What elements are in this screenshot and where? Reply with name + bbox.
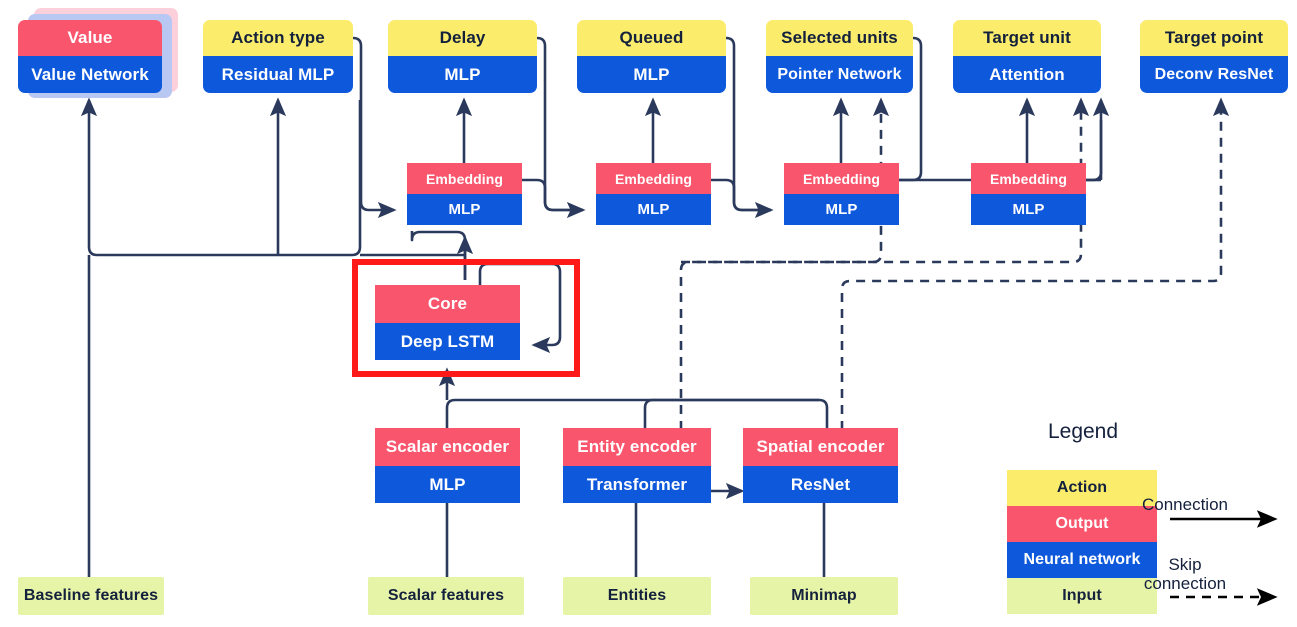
head-target-unit[interactable]: Target unit Attention [953,20,1101,93]
embedding-queued-network: MLP [596,194,711,225]
scalar-encoder-label: Scalar encoder [375,428,520,466]
wire-embedding-queued-to-embedding-selected [711,178,771,212]
legend-skip-line-2: connection [1143,574,1227,594]
core-label: Core [375,285,520,323]
scalar-encoder[interactable]: Scalar encoder MLP [375,428,520,503]
value-head-stack: Value Value Network [18,8,178,98]
head-target-unit-label: Target unit [953,20,1101,56]
input-minimap[interactable]: Minimap [750,577,898,615]
legend-connection-label: Connection [1141,495,1228,514]
head-target-point[interactable]: Target point Deconv ResNet [1140,20,1288,93]
input-entities[interactable]: Entities [563,577,711,615]
head-action-type-label: Action type [203,20,353,56]
entity-encoder-network: Transformer [563,466,711,503]
core-highlight-box [352,259,580,377]
embedding-target-unit[interactable]: Embedding MLP [971,163,1086,225]
embedding-queued-label: Embedding [596,163,711,194]
entity-encoder[interactable]: Entity encoder Transformer [563,428,711,503]
scalar-encoder-network: MLP [375,466,520,503]
wire-core-left-bus [80,97,352,257]
head-delay-network: MLP [388,56,537,93]
entity-encoder-label: Entity encoder [563,428,711,466]
legend-swatches: Action Output Neural network Input [1007,470,1157,614]
wire-queued-to-embedding-selected [725,36,774,219]
head-queued-label: Queued [577,20,726,56]
skip-spatial-encoder-to-deconv-resnet [840,97,1230,430]
head-value-label: Value [18,20,162,56]
embedding-delay-label: Embedding [407,163,522,194]
legend-skip-line-1: Skip [1168,555,1202,574]
spatial-encoder-network: ResNet [743,466,898,503]
input-baseline-features[interactable]: Baseline features [18,577,164,615]
skip-entity-encoder-to-pointer-network [679,97,1090,430]
embedding-delay[interactable]: Embedding MLP [407,163,522,225]
head-action-type[interactable]: Action type Residual MLP [203,20,353,93]
legend-arrow-samples [1170,510,1278,606]
head-value[interactable]: Value Value Network [18,20,162,93]
legend-title: Legend [1047,420,1119,443]
core-network: Deep LSTM [375,323,520,360]
head-selected-units-network: Pointer Network [766,56,913,93]
head-target-unit-network: Attention [953,56,1101,93]
head-target-point-label: Target point [1140,20,1288,56]
head-queued-network: MLP [577,56,726,93]
head-selected-units-label: Selected units [766,20,913,56]
head-selected-units[interactable]: Selected units Pointer Network [766,20,913,93]
embedding-selected-units-label: Embedding [784,163,899,194]
head-queued[interactable]: Queued MLP [577,20,726,93]
legend-swatch-action: Action [1007,470,1157,506]
legend-swatch-neural-network: Neural network [1007,542,1157,578]
input-scalar-features[interactable]: Scalar features [368,577,524,615]
legend-skip-connection-label: Skip connection [1100,555,1270,593]
wire-core-bus-to-left [351,100,362,257]
embedding-target-unit-label: Embedding [971,163,1086,194]
head-action-type-network: Residual MLP [203,56,353,93]
embedding-delay-network: MLP [407,194,522,225]
wire-embedding-delay-to-embedding-queued [522,178,583,212]
head-delay-label: Delay [388,20,537,56]
embedding-target-unit-network: MLP [971,194,1086,225]
spatial-encoder[interactable]: Spatial encoder ResNet [743,428,898,503]
embedding-selected-units[interactable]: Embedding MLP [784,163,899,225]
embedding-selected-units-network: MLP [784,194,899,225]
core-module[interactable]: Core Deep LSTM [375,285,520,360]
head-target-point-network: Deconv ResNet [1140,56,1288,93]
head-value-network: Value Network [18,56,162,93]
wire-scalar-encoder-to-core-bus [445,398,829,428]
legend-swatch-output: Output [1007,506,1157,542]
spatial-encoder-label: Spatial encoder [743,428,898,466]
embedding-queued[interactable]: Embedding MLP [596,163,711,225]
head-delay[interactable]: Delay MLP [388,20,537,93]
legend-swatch-input: Input [1007,578,1157,614]
wire-entity-encoder-to-core-bus [643,398,819,428]
